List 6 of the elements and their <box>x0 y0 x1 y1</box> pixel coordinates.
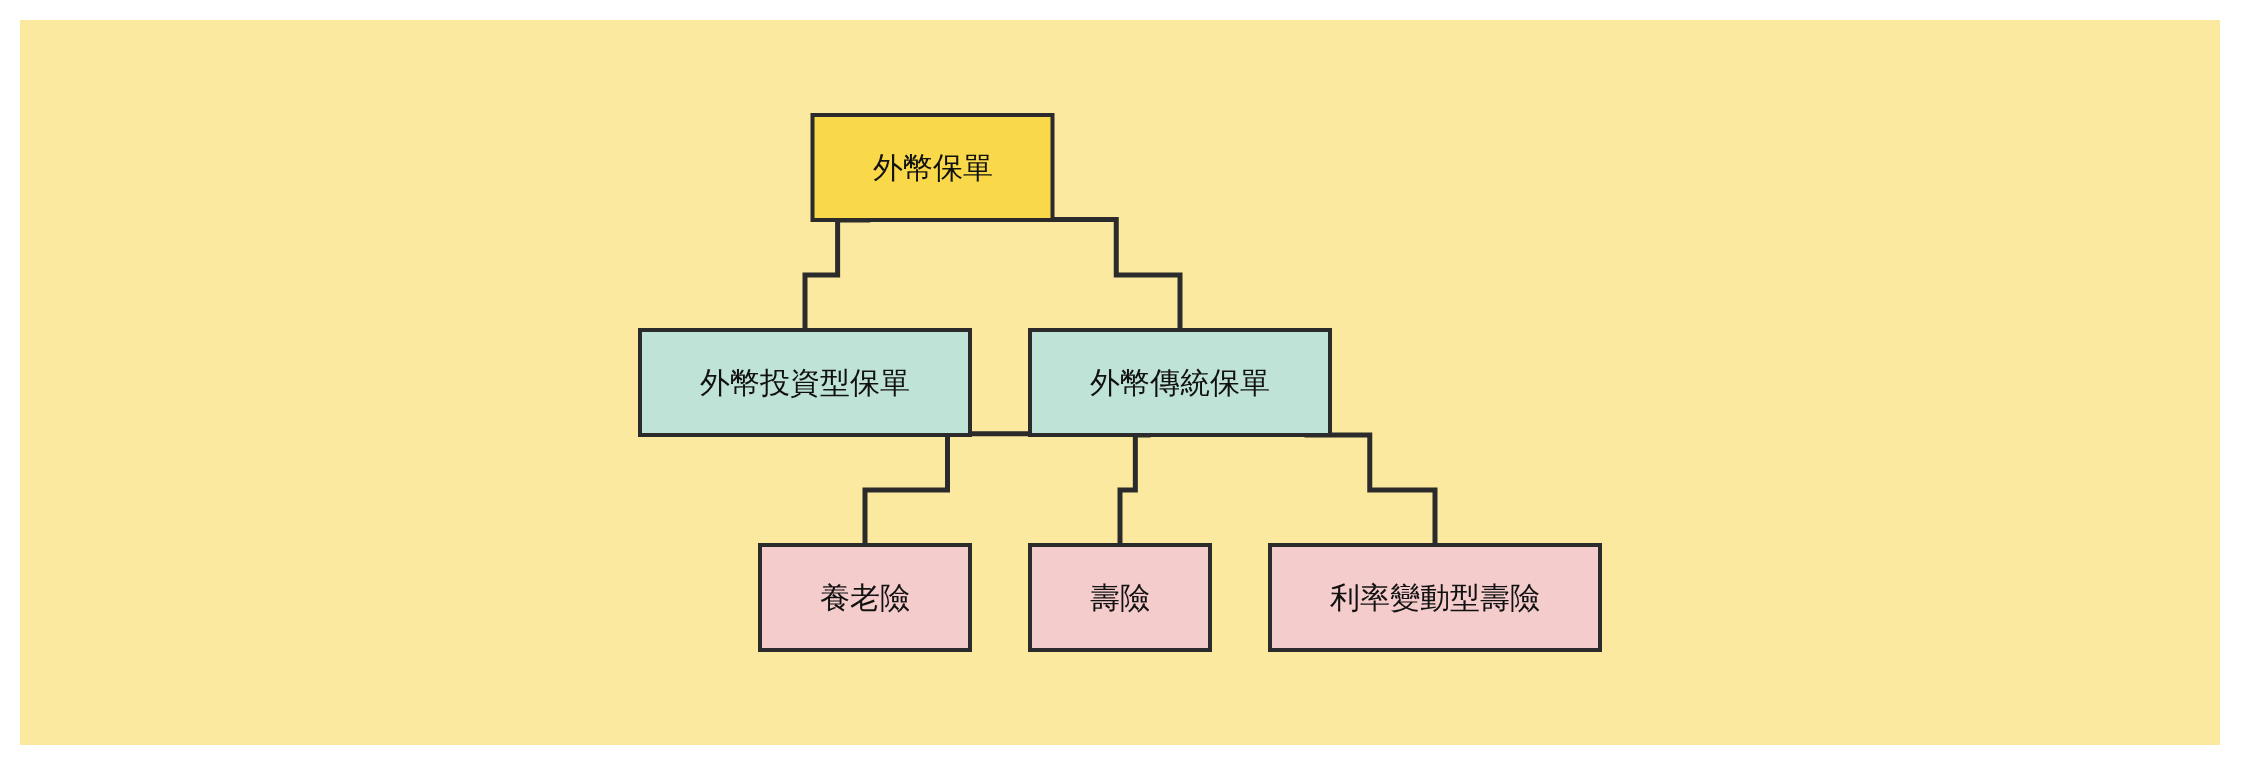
node-box: 外幣投資型保單 <box>638 328 972 437</box>
node-box: 壽險 <box>1028 543 1212 652</box>
node-box: 利率變動型壽險 <box>1268 543 1602 652</box>
node-box: 外幣保單 <box>810 113 1055 222</box>
node-box: 養老險 <box>758 543 972 652</box>
node-box: 外幣傳統保單 <box>1028 328 1332 437</box>
